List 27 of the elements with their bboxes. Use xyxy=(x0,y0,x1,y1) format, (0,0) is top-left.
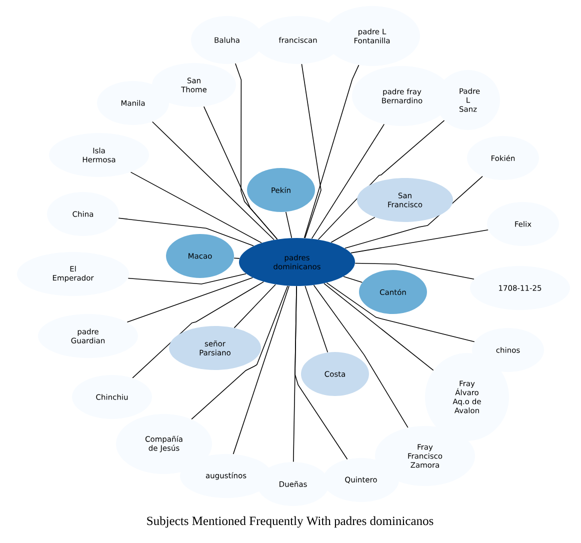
connector-line xyxy=(354,262,474,280)
connector-line xyxy=(234,63,278,240)
connector-line xyxy=(132,281,264,378)
connector-line xyxy=(191,285,288,420)
connector-line xyxy=(128,273,246,284)
connector-line xyxy=(293,286,297,462)
connector-line xyxy=(304,64,360,238)
connector-line xyxy=(324,283,434,371)
connector-line xyxy=(130,172,262,244)
connector-line xyxy=(330,216,376,243)
connector-line xyxy=(313,284,408,428)
connector-line xyxy=(203,106,278,240)
connector-line xyxy=(232,286,290,454)
connector-line xyxy=(118,218,254,246)
chart-title: Subjects Mentioned Frequently With padres dominicanos xyxy=(147,516,434,528)
connector-line xyxy=(344,176,483,249)
connector-line xyxy=(343,276,363,283)
connector-line xyxy=(350,229,488,254)
connector-line xyxy=(152,121,274,240)
connector-line xyxy=(234,284,276,328)
connector-line xyxy=(301,64,322,238)
connector-line xyxy=(126,277,254,323)
connector-line xyxy=(304,286,328,353)
connector-line xyxy=(285,212,292,238)
connector-line xyxy=(318,120,445,240)
connector-line xyxy=(311,124,385,239)
connector-line xyxy=(326,282,475,342)
